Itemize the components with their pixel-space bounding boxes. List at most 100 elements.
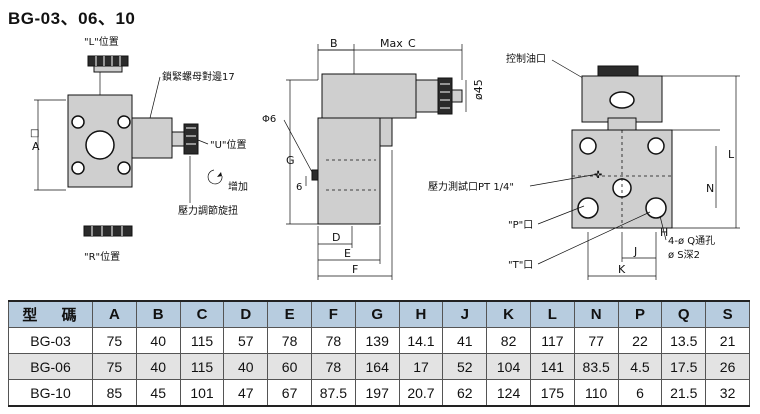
- header-model: 型 碼: [8, 300, 93, 328]
- dim-f-label: F: [352, 263, 358, 276]
- label-r-position: "R"位置: [84, 250, 120, 263]
- table-cell: 13.5: [661, 327, 707, 354]
- label-t-port: "T"口: [508, 260, 533, 271]
- table-row: BG-10 85 45 101 47 67 87.5 197 20.7 62 1…: [8, 379, 750, 407]
- table-cell: 85: [92, 379, 137, 407]
- table-cell: 40: [223, 353, 269, 380]
- dim-phi45-label: ø45: [472, 79, 485, 100]
- table-cell: 32: [705, 379, 750, 407]
- table-cell: 14.1: [398, 327, 444, 354]
- label-locking-nut: 鎖緊螺母對邊17: [162, 70, 235, 83]
- label-gauge-port: 壓力測試口PT 1/4": [428, 180, 514, 193]
- table-cell: 197: [354, 379, 400, 407]
- dim-n-label: N: [706, 182, 714, 195]
- l-position-knob: [87, 55, 129, 73]
- row-model: BG-03: [8, 327, 93, 354]
- right-view: 控制油口 ✜ 壓力測試口PT 1/4" "P"口 "T"口 4-ø Q通孔 ø …: [428, 52, 740, 280]
- table-cell: 78: [310, 353, 356, 380]
- table-cell: 17: [398, 353, 444, 380]
- table-cell: 164: [354, 353, 400, 380]
- table-cell: 40: [135, 327, 181, 354]
- spec-table: 型 碼 A B C D E F G H J K L N P Q S BG-03 …: [8, 300, 750, 407]
- header-cell: B: [135, 300, 181, 328]
- table-cell: 101: [179, 379, 225, 407]
- dim-h-label: H: [660, 226, 668, 239]
- table-cell: 110: [573, 379, 619, 407]
- label-u-position: "U"位置: [210, 138, 247, 151]
- dim-g-label: G: [286, 154, 295, 167]
- label-pressure-knob: 壓力調節旋扭: [178, 204, 238, 217]
- table-cell: 26: [705, 353, 750, 380]
- header-cell: J: [442, 300, 488, 328]
- table-cell: 175: [529, 379, 575, 407]
- table-cell: 47: [223, 379, 269, 407]
- label-p-port: "P"口: [508, 220, 533, 231]
- rotation-arrow-icon: [207, 169, 223, 185]
- header-cell: K: [486, 300, 531, 328]
- table-cell: 40: [135, 353, 181, 380]
- dim-square-symbol: □: [30, 128, 39, 139]
- header-cell: G: [354, 300, 400, 328]
- header-cell: F: [310, 300, 356, 328]
- r-position-knob: [83, 225, 133, 237]
- table-cell: 60: [267, 353, 312, 380]
- table-row: BG-06 75 40 115 40 60 78 164 17 52 104 1…: [8, 353, 750, 380]
- valve-body-middle: [321, 73, 417, 119]
- label-through-holes: 4-ø Q通孔: [668, 235, 715, 247]
- header-cell: C: [179, 300, 225, 328]
- dim-6-label: 6: [296, 182, 302, 193]
- dim-e-label: E: [344, 247, 351, 260]
- header-cell: N: [573, 300, 619, 328]
- table-cell: 104: [486, 353, 531, 380]
- table-cell: 67: [267, 379, 312, 407]
- header-cell: S: [705, 300, 750, 328]
- header-cell: D: [223, 300, 269, 328]
- table-cell: 77: [573, 327, 619, 354]
- header-cell: Q: [661, 300, 707, 328]
- table-row: BG-03 75 40 115 57 78 78 139 14.1 41 82 …: [8, 327, 750, 354]
- table-cell: 21.5: [661, 379, 707, 407]
- table-cell: 45: [135, 379, 181, 407]
- header-cell: P: [617, 300, 663, 328]
- table-cell: 141: [529, 353, 575, 380]
- dim-b-label: B: [330, 37, 338, 50]
- table-cell: 22: [617, 327, 663, 354]
- u-position-knob: [183, 123, 199, 155]
- table-header-row: 型 碼 A B C D E F G H J K L N P Q S: [8, 300, 750, 328]
- table-cell: 17.5: [661, 353, 707, 380]
- table-cell: 41: [442, 327, 488, 354]
- table-cell: 115: [179, 353, 225, 380]
- header-cell: L: [529, 300, 575, 328]
- table-cell: 21: [705, 327, 750, 354]
- table-cell: 82: [486, 327, 531, 354]
- label-control-port: 控制油口: [506, 52, 546, 65]
- table-cell: 62: [442, 379, 488, 407]
- table-cell: 83.5: [573, 353, 619, 380]
- table-cell: 124: [486, 379, 531, 407]
- label-counterbore: ø S深2: [668, 249, 700, 261]
- middle-view: B Max C ø45 Φ6 G 6: [262, 37, 485, 280]
- page-title: BG-03、06、10: [8, 9, 136, 28]
- table-cell: 4.5: [617, 353, 663, 380]
- table-cell: 78: [310, 327, 356, 354]
- table-cell: 117: [529, 327, 575, 354]
- technical-drawing: "L"位置 A □ 鎖緊螺母對邊17 "U"位置 增加 壓力調節旋扭: [30, 35, 740, 280]
- table-cell: 139: [354, 327, 400, 354]
- header-cell: A: [92, 300, 137, 328]
- label-increase: 增加: [228, 180, 248, 193]
- dim-a-label: A: [32, 140, 40, 153]
- cross-symbol-icon: ✜: [594, 170, 602, 181]
- header-cell: H: [398, 300, 444, 328]
- dim-max-label: Max: [380, 37, 403, 50]
- dim-j-label: J: [633, 245, 637, 258]
- left-view: "L"位置 A □ 鎖緊螺母對邊17 "U"位置 增加 壓力調節旋扭: [30, 35, 248, 263]
- dim-k-label: K: [618, 263, 626, 276]
- table-cell: 57: [223, 327, 269, 354]
- row-model: BG-06: [8, 353, 93, 380]
- table-cell: 52: [442, 353, 488, 380]
- table-cell: 75: [92, 353, 137, 380]
- dim-d-label: D: [332, 231, 340, 244]
- dim-phi6-label: Φ6: [262, 114, 276, 125]
- table-cell: 78: [267, 327, 312, 354]
- label-l-position: "L"位置: [84, 35, 119, 48]
